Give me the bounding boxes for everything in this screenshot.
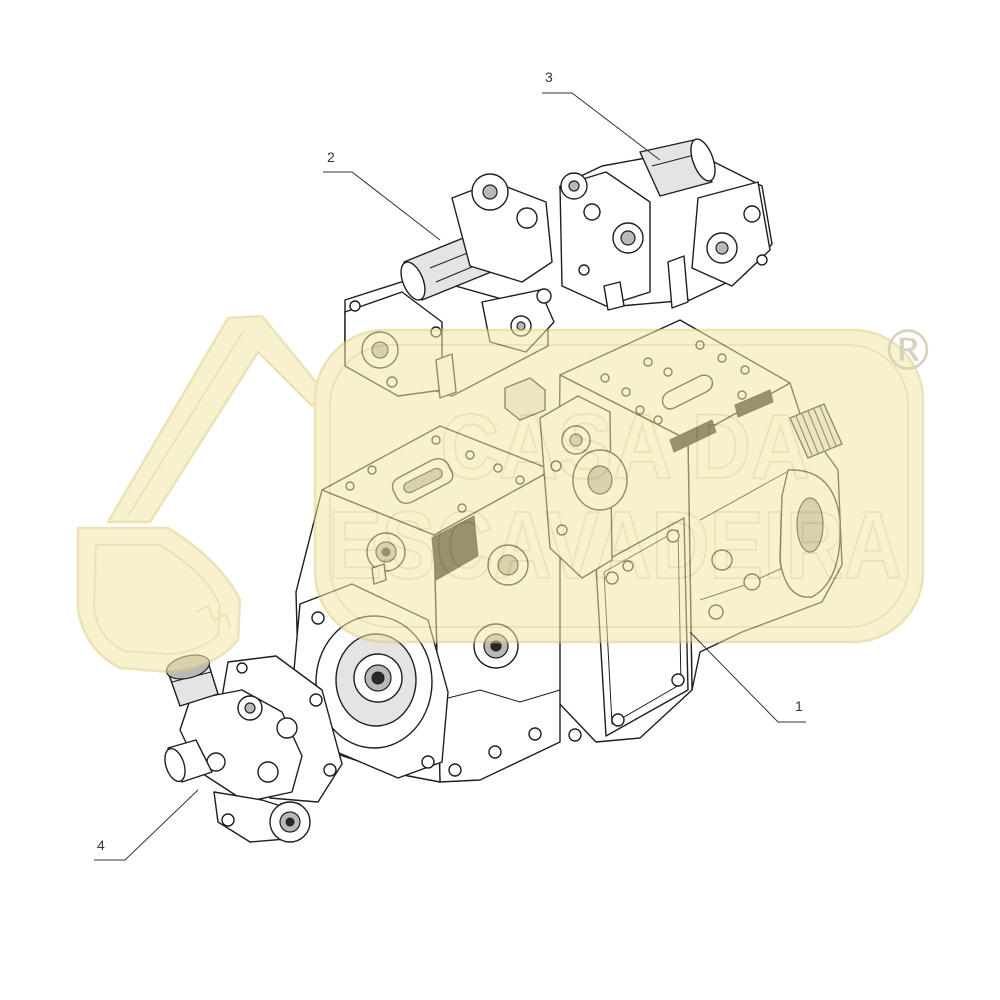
plug-inner xyxy=(568,180,580,192)
bolt xyxy=(578,264,590,276)
plug xyxy=(743,205,761,223)
valve-port-inner xyxy=(620,230,636,246)
callout-leader-line xyxy=(542,92,661,161)
bolt xyxy=(528,727,542,741)
flange-bolt-hole xyxy=(236,662,248,674)
plug xyxy=(583,203,601,221)
watermark-badge xyxy=(313,328,925,644)
callout-leader-line xyxy=(689,631,806,723)
bolt xyxy=(756,254,768,266)
valve-port-inner xyxy=(715,241,729,255)
adjuster-knob-inner xyxy=(482,184,498,200)
callout-number: 1 xyxy=(795,698,803,714)
watermark-badge-inner xyxy=(329,344,909,628)
callout-number: 4 xyxy=(97,837,105,853)
valve-stud xyxy=(667,255,689,309)
outlet-opening xyxy=(164,747,186,783)
watermark-logo: CASA DA ESCAVADEIRA xyxy=(76,314,925,674)
watermark-line-1: CASA DA xyxy=(440,396,810,498)
flange-bolt-hole xyxy=(311,611,325,625)
bolt xyxy=(221,813,235,827)
plug xyxy=(516,207,538,229)
body-boss-inner xyxy=(244,702,256,714)
callout-4: 4 xyxy=(94,789,199,861)
cylinder-cap xyxy=(690,138,716,182)
valve-side-block xyxy=(691,181,771,287)
valve-stud xyxy=(603,281,625,311)
body-boss xyxy=(257,761,279,783)
pressure-port-core xyxy=(285,817,295,827)
callout-3: 3 xyxy=(542,69,661,161)
housing-rib xyxy=(439,689,561,703)
control-valve-3 xyxy=(559,138,773,311)
bolt xyxy=(568,728,582,742)
excavator-arm-logo xyxy=(76,314,326,674)
bucket-teeth xyxy=(195,604,231,629)
flange-bolt-hole xyxy=(309,693,323,707)
watermark-line-2: ESCAVADEIRA xyxy=(328,492,902,599)
callout-leader-line xyxy=(323,171,441,241)
registered-mark: ® xyxy=(880,319,936,384)
flange-bolt-hole xyxy=(323,763,337,777)
cylinder-cap xyxy=(400,261,426,301)
callout-number: 3 xyxy=(545,69,553,85)
excavator-boom xyxy=(106,314,326,524)
bolt xyxy=(448,763,462,777)
bolt xyxy=(611,713,625,727)
excavator-bucket xyxy=(76,526,242,674)
callout-1: 1 xyxy=(689,631,806,723)
excavator-bucket-inner xyxy=(92,544,222,656)
body-boss xyxy=(276,717,298,739)
excavator-boom-edge xyxy=(127,329,245,517)
callout-number: 2 xyxy=(327,149,335,165)
shaft-center xyxy=(371,671,385,685)
callout-leader-line xyxy=(94,789,199,861)
callout-2: 2 xyxy=(323,149,441,241)
bolt xyxy=(488,745,502,759)
flange-bolt-hole xyxy=(421,755,435,769)
bolt xyxy=(671,673,685,687)
cylinder-line xyxy=(651,153,699,167)
bolt xyxy=(349,300,361,312)
bolt xyxy=(536,288,552,304)
